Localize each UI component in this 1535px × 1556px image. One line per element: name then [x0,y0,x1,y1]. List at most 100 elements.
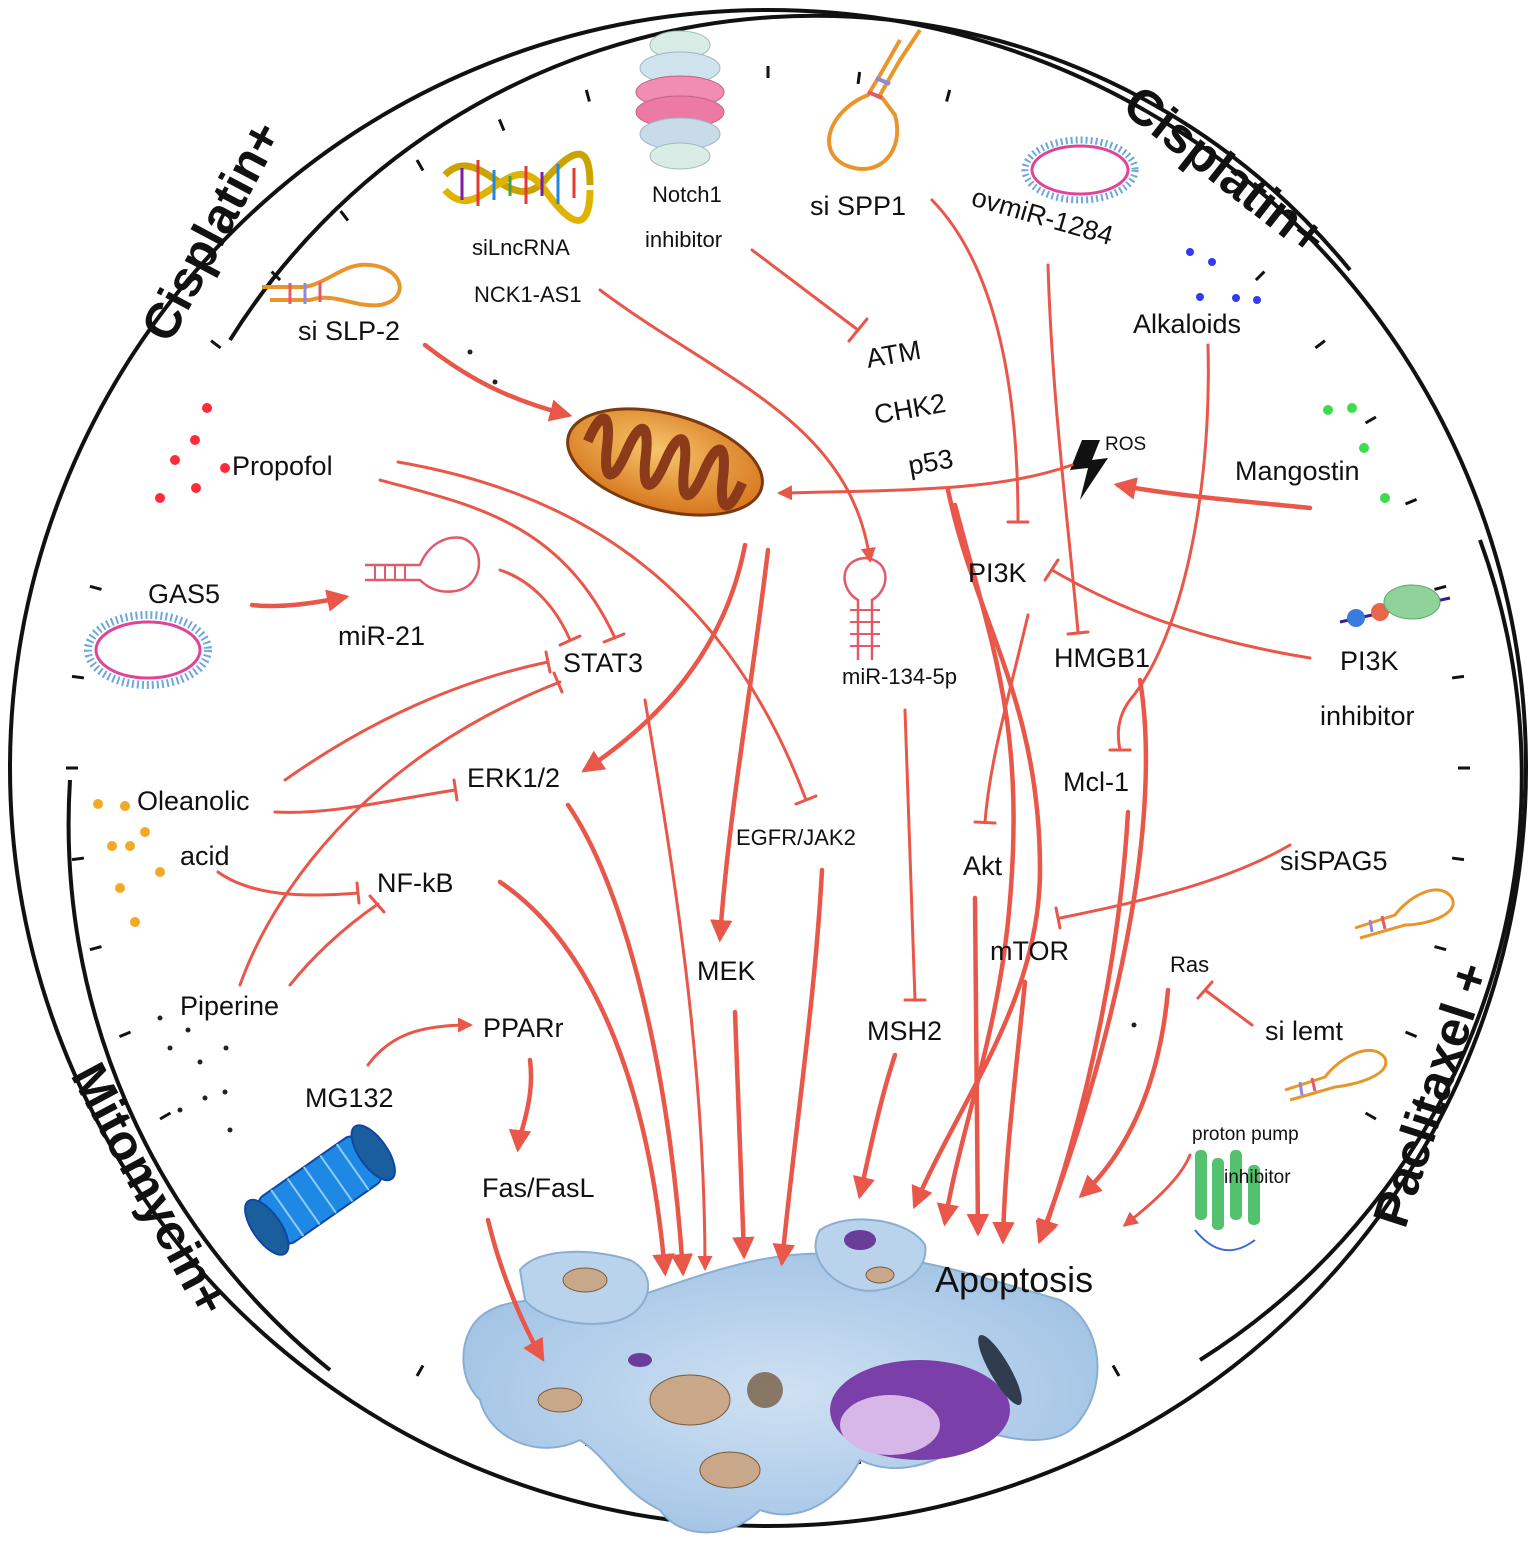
bar-sispag5-mtor [1054,906,1062,930]
label-p53: p53 [906,444,956,481]
mitochondrion-icon [566,407,764,517]
si-spp1-hairpin-icon [827,28,922,171]
inner-arc-top [228,13,1352,342]
label-egfr-jak2: EGFR/JAK2 [736,825,856,850]
label-pparr: PPARr [483,1013,564,1043]
edge-sispag5-mtor [1058,843,1292,920]
label-nf-kb: NF-kB [377,868,454,898]
label-pi3k: PI3K [968,558,1027,588]
edge-propofol-egfr [396,460,808,802]
proton-pump-protein-icon [1194,1150,1260,1252]
rim-tick [118,1030,132,1039]
rim-tick [1451,856,1465,862]
edge-proton-apoptosis [1122,1153,1192,1227]
rim-tick [1404,497,1418,506]
rim-tick [415,159,425,172]
edge-silemt-ras [1203,988,1254,1027]
label-notch1: Notch1 [652,182,722,207]
si-slp2-hairpin-icon [262,262,402,308]
rim-tick [1314,339,1326,350]
label-mir-21: miR-21 [338,621,425,651]
edge-erk-apoptosis [565,802,694,1277]
rim-tick [1364,1111,1377,1121]
rim-tick [1434,945,1447,952]
label-fas-fasl: Fas/FasL [482,1173,595,1203]
edge-ros-mito [777,463,1074,501]
label-si-spp1: si SPP1 [810,191,906,221]
edge-mir21-stat3 [498,568,572,642]
label-pi3k-inhibitor-line1: PI3K [1340,646,1399,676]
rim-tick [339,210,350,222]
label-erk: ERK1/2 [467,763,560,793]
edge-mg132-pparr [366,1017,473,1067]
mir-134-5p-hairpin-icon [843,556,887,660]
edge-slp2-mito [422,342,573,422]
bar-silemt-ras [1196,980,1214,1000]
label-si-lemt: si lemt [1265,1016,1344,1046]
rim-tick [89,945,102,952]
edge-stat3-apoptosis [643,698,713,1271]
label-proton-pump-line1: proton pump [1192,1124,1299,1145]
label-proton-pump-line2: inhibitor [1224,1167,1291,1188]
node-labels: si SLP-2 siLncRNA NCK1-AS1 Notch1 inhibi… [137,182,1415,1300]
label-msh2: MSH2 [867,1016,942,1046]
mangostin-dots-icon [1323,403,1390,503]
rim-tick [1451,674,1465,680]
outer-circle [8,8,1528,1528]
label-atm: ATM [864,335,923,374]
label-silncrna: siLncRNA [472,235,570,260]
rim-tick [856,71,862,85]
label-hmgb1: HMGB1 [1054,643,1150,673]
apoptotic-cell-icon [462,1218,1099,1534]
label-nck1-as1: NCK1-AS1 [474,282,582,307]
edge-pparr-fas [508,1057,534,1153]
edge-mcl1-apoptosis [1037,809,1131,1243]
pi3k-inhibitor-molecule-icon [1339,584,1451,627]
edge-fas-apoptosis [485,1217,545,1362]
ovmir-1284-vesicle-icon [1021,136,1139,204]
bar-pi3k-akt [973,820,997,825]
edge-pi3kinh-pi3k [1050,568,1312,660]
bar-mir21-stat3 [558,634,582,647]
edge-nck1-mir134 [598,288,876,563]
edge-mito-erk [581,542,748,773]
edge-piperine-stat3 [238,680,562,987]
edge-spp1-pi3k [930,198,1020,522]
bar-acid-nfkb [355,881,361,905]
label-notch1-inhibitor: inhibitor [645,227,722,252]
label-piperine: Piperine [180,991,279,1021]
edge-propofol-stat3 [378,478,617,640]
rim-tick [71,856,85,862]
label-apoptosis: Apoptosis [935,1259,1093,1300]
edge-akt-apoptosis [966,895,990,1237]
notch1-protein-icon [635,30,725,170]
edge-mir134-msh2 [903,708,917,1002]
edge-ovmir-hmgb1 [1046,263,1080,634]
rim-tick [415,1364,425,1377]
rim-tick [1434,584,1447,591]
bar-propofol-stat3 [602,632,626,644]
edge-mito-mek [709,547,771,943]
edge-notch1-atm [750,248,860,332]
quadrant-label-bottom-right: Paclitaxel + [1362,956,1500,1234]
label-mcl-1: Mcl-1 [1063,767,1129,797]
label-mek: MEK [697,956,756,986]
label-ros: ROS [1105,434,1146,455]
rim-tick [270,270,282,282]
rim-tick [1254,270,1266,282]
rim-tick [89,584,102,591]
mir-21-hairpin-icon [365,536,481,593]
label-si-slp2: si SLP-2 [298,316,400,346]
piperine-dots-icon [157,349,1137,1133]
label-mangostin: Mangostin [1235,456,1360,486]
label-alkaloids: Alkaloids [1133,309,1241,339]
label-pi3k-inhibitor-line2: inhibitor [1320,701,1415,731]
bar-oleanolic-erk [452,778,459,802]
ros-lightning-icon [1070,440,1108,500]
bar-piperine-stat3 [552,671,564,694]
bar-ovmir-hmgb1 [1066,630,1090,636]
edge-p53-apoptosis-2 [936,502,1016,1227]
bar-notch1-atm [847,317,869,343]
label-akt: Akt [963,851,1003,881]
